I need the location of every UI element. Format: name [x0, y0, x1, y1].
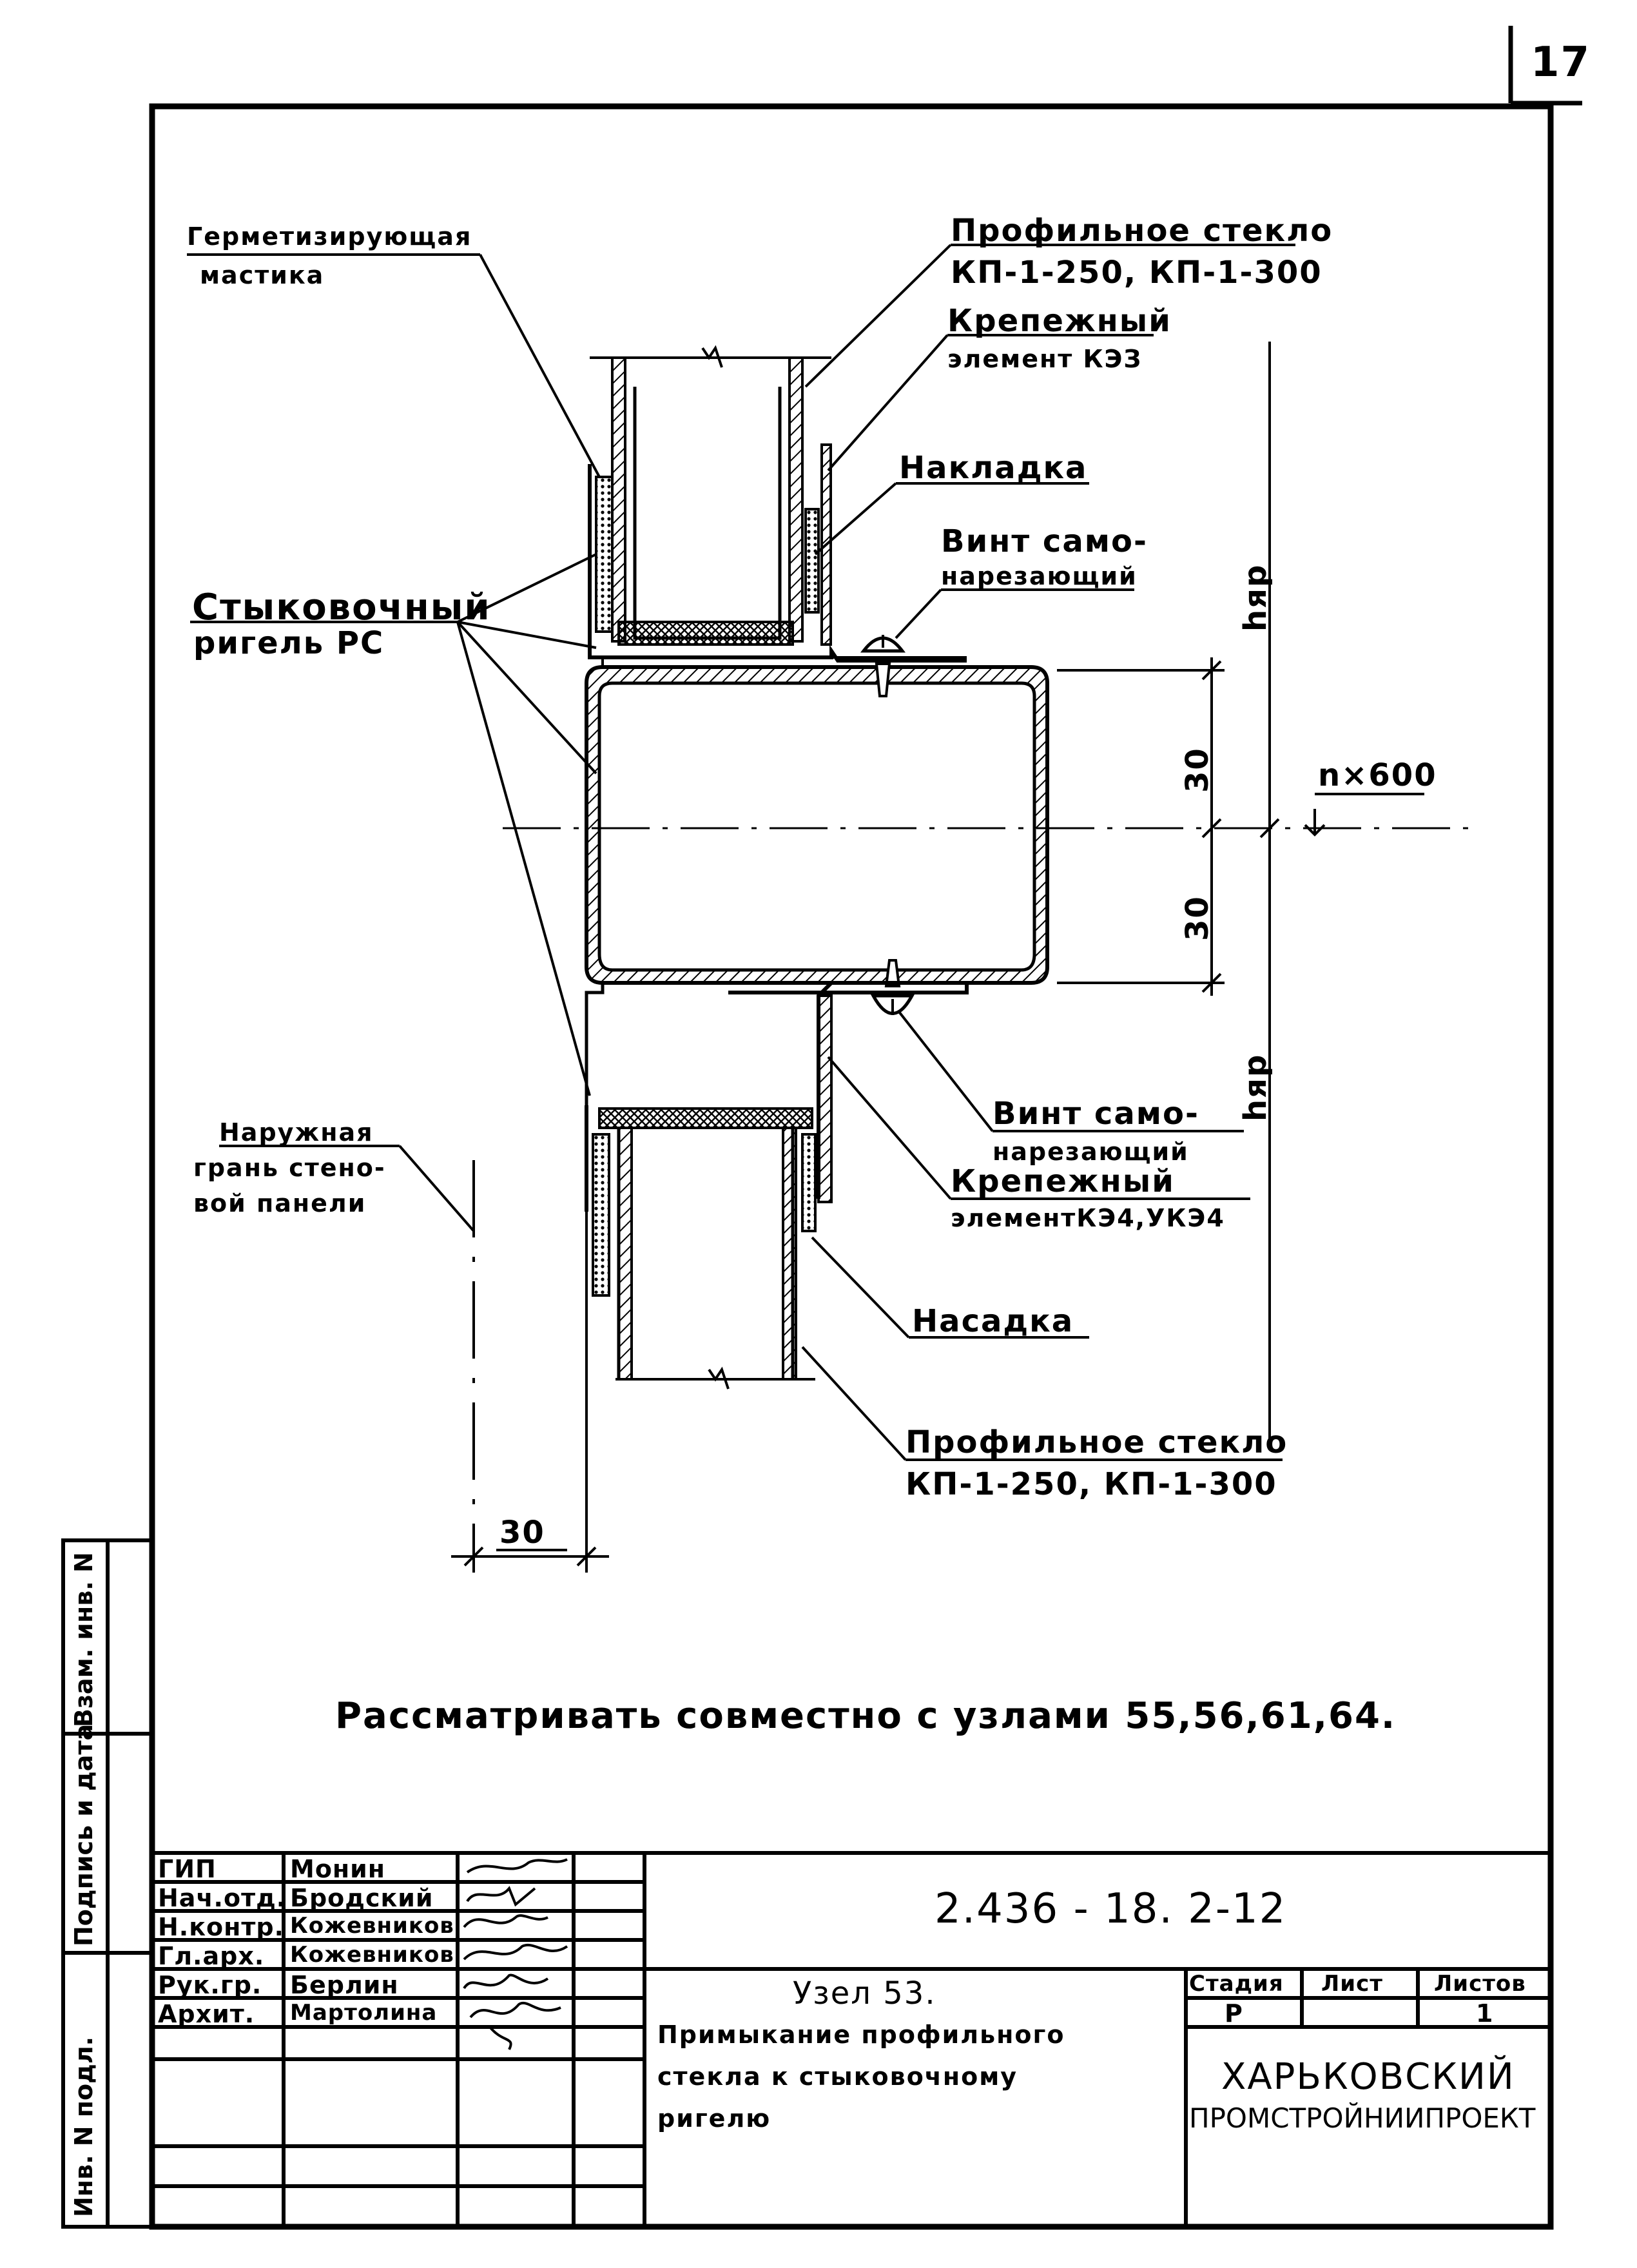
screw-top — [860, 635, 906, 697]
tb-name-5: Берлин — [290, 1971, 399, 1999]
lower-profile-glass — [585, 1105, 817, 1390]
lower-fastener-profile — [728, 981, 969, 1203]
dimension-lines — [451, 342, 1424, 1573]
tb-stage: Р — [1225, 1999, 1243, 2028]
dim-h-top: hяр — [1237, 563, 1274, 632]
dim-upper: 30 — [1179, 747, 1216, 793]
label-nozzle: Насадка — [912, 1303, 1074, 1339]
stamp-podpis: Подпись и дата — [70, 1723, 98, 1946]
leader-lines — [187, 244, 1295, 1461]
crossbar-section — [585, 656, 1049, 1105]
tb-name-6: Мартолина — [290, 2000, 438, 2026]
tb-name-4: Кожевников — [290, 1942, 454, 1968]
dim-lower: 30 — [1179, 895, 1216, 941]
stamp-vzam: Взам. инв. N — [70, 1552, 98, 1727]
sheet-number-box — [1508, 26, 1582, 106]
tb-name-3: Кожевников — [290, 1913, 454, 1939]
title-block-grid — [152, 1851, 1551, 2227]
upper-fastener-profile — [588, 464, 967, 663]
tb-name-2: Бродский — [290, 1884, 434, 1912]
drawing-frame — [149, 103, 1554, 2230]
tb-role-5: Рук.гр. — [158, 1971, 262, 1999]
tb-role-2: Нач.отд. — [158, 1884, 287, 1912]
dim-bottom: 30 — [499, 1515, 545, 1551]
tb-sheets-header: Листов — [1434, 1971, 1526, 1997]
screw-bottom — [870, 959, 915, 1015]
tb-role-6: Архит. — [158, 2000, 255, 2028]
dim-h-bottom: hяр — [1237, 1053, 1274, 1121]
tb-role-1: ГИП — [158, 1855, 217, 1883]
tb-sheets: 1 — [1476, 1999, 1494, 2028]
sheet-number: 17 — [1531, 39, 1591, 86]
signature-scribbles — [463, 1858, 568, 2050]
note-text: Рассматривать совместно с узлами 55,56,6… — [335, 1695, 1397, 1737]
tb-role-3: Н.контр. — [158, 1913, 285, 1941]
dim-pitch: n×600 — [1318, 757, 1437, 793]
tb-doc-code: 2.436 - 18. 2-12 — [935, 1885, 1287, 1933]
label-overlay: Накладка — [899, 450, 1088, 486]
tb-role-4: Гл.арх. — [158, 1942, 265, 1970]
upper-profile-glass — [590, 345, 832, 646]
stamp-inv-podl: Инв. N подл. — [70, 2036, 98, 2217]
tb-stage-header: Стадия — [1189, 1971, 1284, 1997]
tb-name-1: Монин — [290, 1855, 386, 1883]
tb-sheet-header: Лист — [1321, 1971, 1383, 1997]
